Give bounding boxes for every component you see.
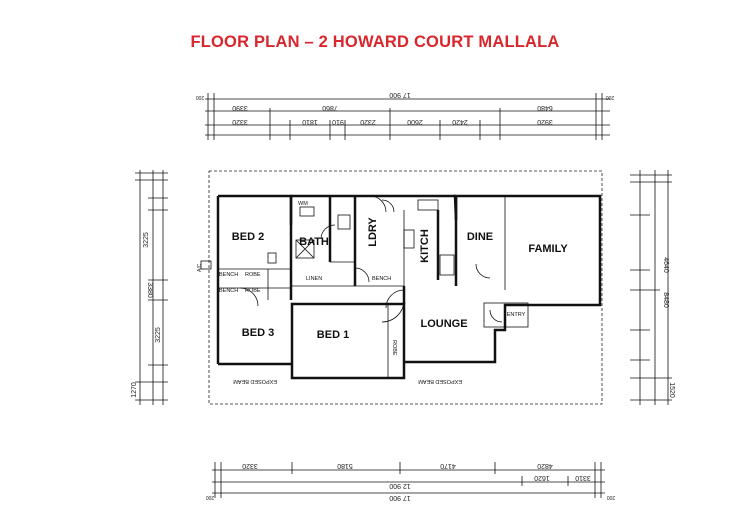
label-robe-bed3: ROBE	[245, 288, 261, 294]
shower	[295, 239, 315, 259]
walls	[216, 194, 602, 380]
label-bench-ldry: BENCH	[372, 276, 391, 282]
left-dimension-lines	[135, 170, 168, 405]
label-robe-bed1: ROBE	[391, 340, 397, 356]
dim-top-edge-left: 200	[196, 94, 205, 100]
fixtures	[200, 199, 455, 276]
dim-bottom-inner-5: 3310	[575, 474, 591, 481]
room-entry: ENTRY	[507, 312, 526, 318]
top-dimension-lines	[205, 93, 610, 140]
dim-top-mid-c: 3390	[232, 104, 248, 111]
dim-top-inner-2: 1810	[302, 118, 318, 125]
room-bed-2: BED 2	[232, 231, 264, 243]
dim-top-inner-7: 3920	[537, 118, 553, 125]
dim-left-2: 3380	[146, 282, 153, 298]
toilet	[337, 214, 351, 230]
dim-bottom-inner-6: 1620	[534, 474, 550, 481]
dim-bottom-inner-2: 5180	[337, 462, 353, 469]
dim-bottom-inner-1: 3320	[242, 462, 258, 469]
room-lounge: LOUNGE	[420, 318, 467, 330]
room-kitch: KITCH	[419, 229, 431, 263]
label-linen: LINEN	[306, 276, 322, 282]
dim-bottom-edge-left: 200	[206, 494, 215, 500]
label-robe-bed2: ROBE	[245, 272, 261, 278]
label-wm: WM	[298, 201, 308, 207]
label-bench-bed2: BENCH	[219, 272, 238, 278]
washing-machine	[299, 206, 315, 217]
dim-top-inner-5: 2600	[407, 118, 423, 125]
door-swings	[239, 195, 503, 323]
dim-top-mid-b: 6480	[537, 104, 553, 111]
dim-bottom-inner-3: 4170	[440, 462, 456, 469]
dim-top-inner-1: 3320	[232, 118, 248, 125]
dim-right-1: 4640	[662, 257, 669, 273]
dim-top-edge-right: 200	[606, 94, 615, 100]
page-title: FLOOR PLAN – 2 HOWARD COURT MALLALA	[190, 33, 560, 51]
right-dimension-lines	[630, 170, 672, 405]
room-family: FAMILY	[528, 243, 568, 255]
linen-cupboard	[267, 252, 277, 264]
room-dine: DINE	[467, 231, 493, 243]
room-bed-3: BED 3	[242, 327, 274, 339]
room-bath: BATH	[299, 236, 329, 248]
dim-bottom-overall: 17 900	[389, 494, 411, 501]
dim-bottom-inner-4: 4820	[537, 462, 553, 469]
cooktop	[417, 199, 439, 211]
dim-top-overall: 17 900	[389, 91, 411, 98]
dim-right-3: 1520	[668, 382, 675, 398]
dim-top-inner-6: 2420	[452, 118, 468, 125]
dim-left-4: 1270	[131, 382, 138, 398]
dim-top-inner-4: 2320	[360, 118, 376, 125]
room-ldry: LDRY	[367, 217, 379, 247]
fridge	[439, 254, 455, 276]
bottom-dimension-lines	[212, 462, 605, 498]
label-ac: A/C	[197, 263, 203, 272]
label-bench-bed3: BENCH	[219, 288, 238, 294]
dim-right-2: 8480	[662, 292, 669, 308]
label-exposed-beam-2: EXPOSED BEAM	[418, 378, 462, 384]
air-conditioner	[200, 260, 212, 270]
dim-left-1: 3225	[143, 232, 150, 248]
trough	[403, 229, 415, 249]
dim-bottom-edge-right: 200	[607, 494, 616, 500]
dim-top-inner-3: 910	[332, 118, 344, 125]
room-bed-1: BED 1	[317, 329, 349, 341]
label-exposed-beam-1: EXPOSED BEAM	[233, 378, 277, 384]
dim-bottom-total: 12 900	[389, 482, 411, 489]
dim-left-3: 3225	[155, 327, 162, 343]
dim-top-mid-a: 7860	[322, 104, 338, 111]
roof-outline	[208, 170, 603, 405]
